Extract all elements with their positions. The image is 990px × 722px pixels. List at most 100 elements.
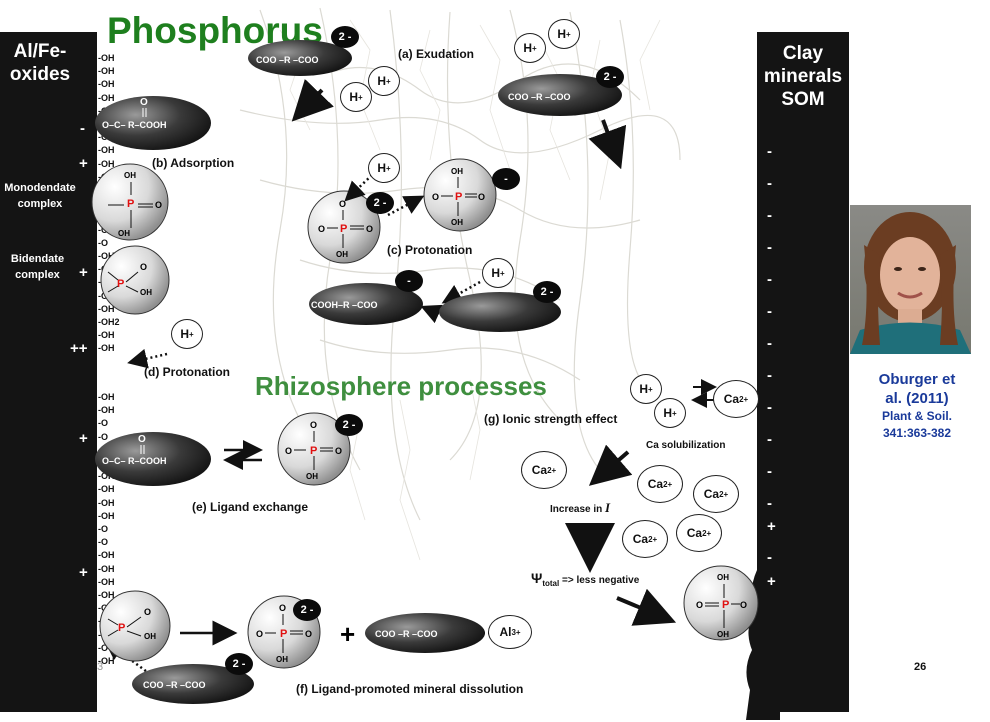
surface-group-label: -OH [98, 484, 115, 495]
o-label: O [140, 262, 147, 272]
carbonyl-o: O [138, 434, 146, 445]
citation-journal: Plant & Soil. [881, 409, 952, 423]
plus-sign: + [340, 619, 355, 649]
surface-group-label: -OH [98, 92, 115, 103]
clay-minerals-som-title: Clay minerals SOM [757, 42, 849, 111]
right-charge: + [767, 518, 776, 535]
surface-group-label: -OH [98, 53, 115, 63]
author-photo [850, 205, 971, 354]
arrow [616, 588, 677, 626]
o-label: O [339, 199, 346, 209]
o-label: O [144, 607, 151, 617]
exchange-arrows [691, 379, 717, 408]
oh-label: OH [276, 655, 288, 664]
surface-group-label: -O [98, 524, 108, 535]
h-plus-ion: H+ [548, 19, 580, 49]
process-d-label: (d) Protonation [144, 365, 230, 379]
surface-group-label: -O [98, 418, 108, 429]
o-label: O [366, 224, 373, 234]
p-atom: P [118, 622, 125, 634]
surface-group-label: -OH2 [98, 317, 120, 328]
rhizosphere-processes-title: Rhizosphere processes [255, 371, 547, 401]
bidendate-line1: Bidendate [10, 253, 65, 265]
o-label: O [740, 600, 747, 610]
charge-2minus-badge: 2 - [225, 653, 253, 675]
left-charge: ++ [70, 340, 88, 357]
p-atom: P [722, 599, 729, 611]
process-b-label: (b) Adsorption [152, 156, 235, 170]
o-label: O [335, 446, 342, 456]
surface-group-label: -OH [98, 79, 115, 90]
right-charge: - [767, 175, 772, 192]
exudate-molecule-c2 [439, 292, 561, 332]
h-plus-ion: H+ [482, 258, 514, 288]
exudate-molecule-f2: COO –R –COO [132, 664, 254, 704]
clay-title-line1: Clay [782, 43, 824, 64]
oh-label: OH [118, 229, 130, 238]
right-charge: - [767, 303, 772, 320]
oh-label: OH [306, 472, 318, 481]
oh-label: OH [717, 630, 729, 639]
right-charge: - [767, 367, 772, 384]
left-charge: - [80, 120, 85, 137]
psi-suffix: => less negative [559, 575, 640, 586]
surface-group-label: -OH [98, 330, 115, 341]
o-label: O [310, 420, 317, 430]
right-charge: - [767, 271, 772, 288]
psi-symbol: Ψ [531, 570, 543, 586]
psi-subscript: total [542, 579, 560, 588]
page-number: 26 [914, 661, 927, 673]
monodendate-line2: complex [17, 198, 63, 210]
al-fe-oxides-title: Al/Fe- oxides [0, 40, 80, 86]
charge-minus-badge: - [492, 168, 520, 190]
surface-group-label: -OH [98, 563, 115, 574]
oh-label: OH [717, 573, 729, 582]
exudate-formula: COO –R –COO [375, 629, 438, 639]
bidendate-line2: complex [15, 269, 60, 281]
slide-fragment: 3 [97, 661, 104, 673]
citation-pages: 341:363-382 [882, 426, 952, 440]
h-plus-ion: H+ [340, 82, 372, 112]
phosphate-c-right: OH O P O OH [423, 158, 497, 232]
oh-label: OH [336, 250, 348, 259]
right-charge: - [767, 399, 772, 416]
exudate-formula: COOH–R –COO [311, 300, 378, 310]
left-charge: + [79, 264, 88, 281]
charge-2minus-badge: 2 - [533, 281, 561, 303]
bidendate-complex-label: Bidendate complex [0, 251, 75, 283]
o-label: O [279, 603, 286, 613]
monodendate-complex-label: Monodendate complex [0, 180, 80, 212]
surface-group-label: -O [98, 537, 108, 548]
process-g-label: (g) Ionic strength effect [484, 412, 618, 426]
process-a-label: (a) Exudation [398, 47, 475, 61]
p-atom: P [340, 223, 347, 235]
h-plus-ion: H+ [514, 33, 546, 63]
exudate-formula: COO –R –COO [143, 680, 206, 690]
surface-group-label: -OH [98, 471, 115, 482]
citation-authors-line1: Oburger et [878, 371, 956, 388]
surface-group-label: -OH [98, 497, 115, 508]
o-label: O [155, 200, 162, 210]
exudate-formula: COO –R –COO [256, 55, 319, 65]
al-fe-oxides-bar [0, 32, 97, 712]
ca-solubilization-label: Ca solubilization [646, 440, 726, 451]
phosphate-monodendate: OH P O OH [91, 163, 169, 241]
increase-prefix: Increase in [550, 504, 606, 515]
arrow [588, 444, 633, 486]
surface-group-label: -O [98, 603, 108, 614]
ligand-formula: O–C– R–COOH [102, 456, 167, 466]
exudate-molecule-a1: COO –R –COO [248, 40, 352, 76]
right-charge: - [767, 207, 772, 224]
phosphate-f-left: O P OH [99, 590, 171, 662]
clay-title-line2: minerals [763, 66, 843, 87]
surface-group-label: -OH [98, 656, 115, 667]
o-label: O [256, 629, 263, 639]
monodendate-line1: Monodendate [4, 182, 76, 194]
charge-2minus-badge: 2 - [366, 192, 394, 214]
